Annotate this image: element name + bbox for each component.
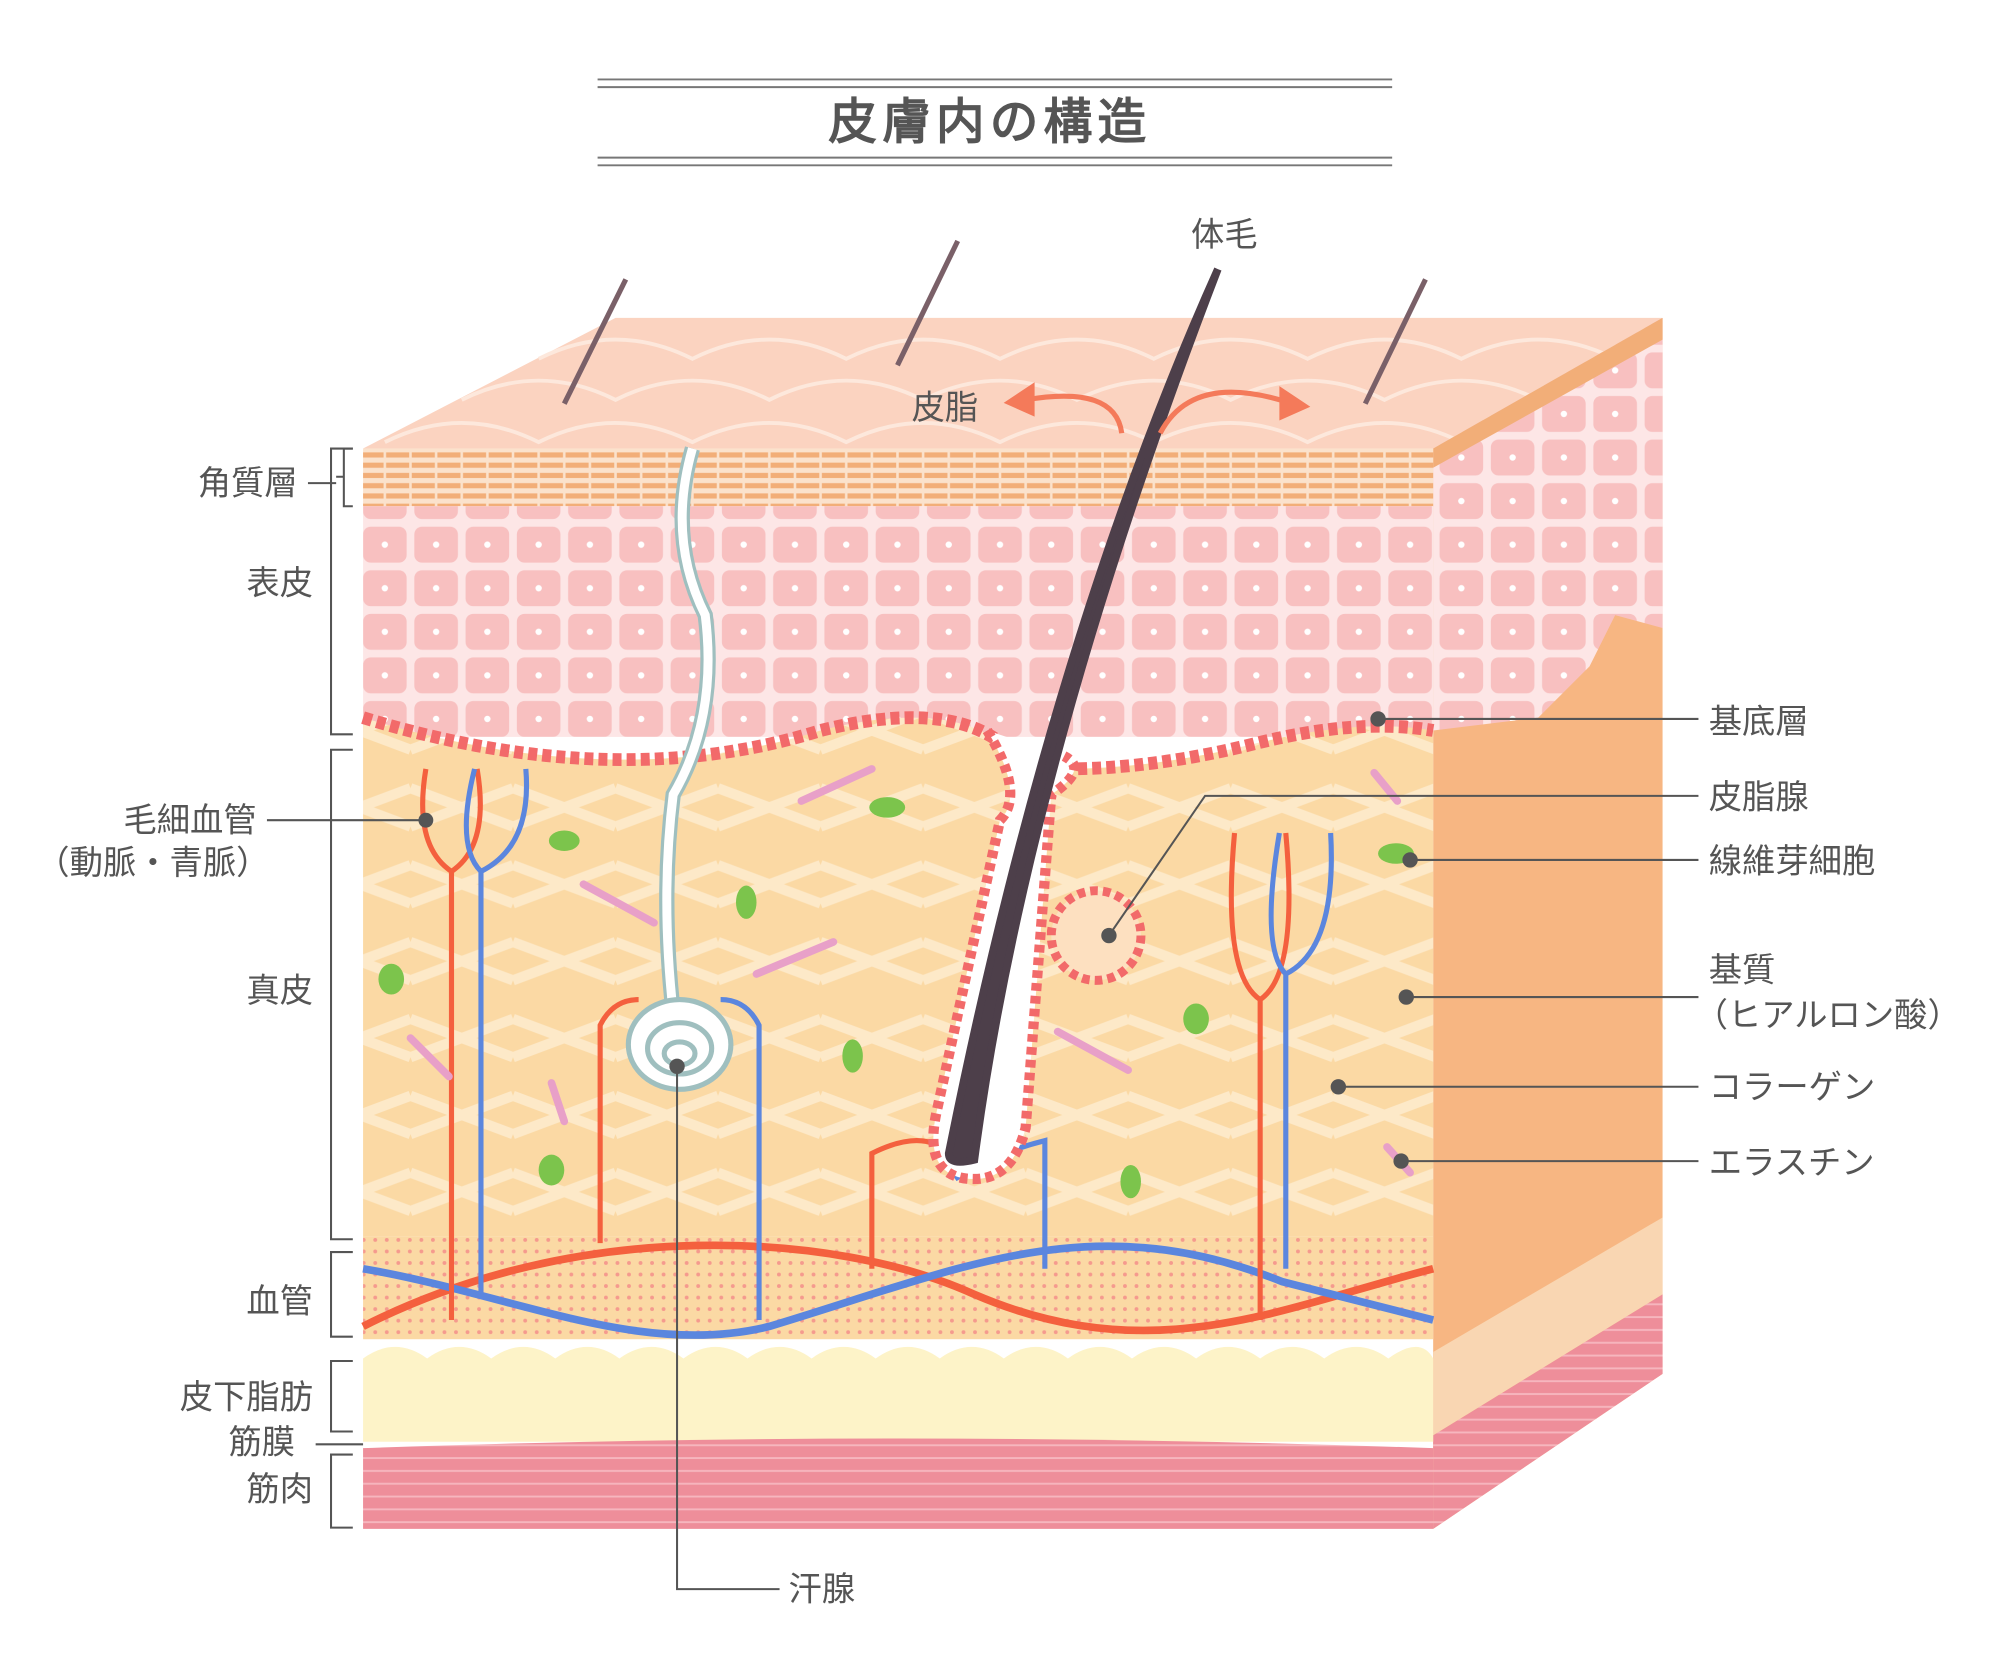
muscle-layer: [363, 1438, 1434, 1529]
stratum-corneum-layer: [363, 448, 1434, 507]
label-dermis: 真皮: [246, 971, 313, 1010]
label-sebaceous-gland: 皮脂腺: [1709, 778, 1809, 817]
fibroblasts: [378, 797, 1414, 1199]
label-matrix-sub: （ヒアルロン酸）: [1695, 996, 1961, 1035]
sweat-gland-coil: [625, 997, 734, 1092]
label-elastin: エラスチン: [1709, 1143, 1875, 1182]
surface-hairs: [561, 239, 1428, 405]
basal-layer: [361, 711, 1435, 776]
right-leaders: [669, 711, 1699, 1591]
page-title: 皮膚内の構造: [828, 94, 1151, 150]
label-capillaries: 毛細血管: [123, 801, 256, 840]
sebaceous-gland-shape: [1046, 886, 1146, 985]
label-muscle: 筋肉: [246, 1470, 313, 1509]
sebum-arrows: [1003, 382, 1311, 435]
subcutaneous-fat-layer: [363, 1346, 1434, 1442]
epidermis-layer: [363, 506, 1434, 737]
label-fibroblast: 線維芽細胞: [1709, 842, 1876, 881]
label-sweat-gland: 汗腺: [789, 1570, 856, 1609]
side-face: [1433, 317, 1663, 1529]
surface-scales: [383, 337, 1617, 445]
label-capillaries-sub: （動脈・青脈）: [36, 843, 269, 882]
label-collagen: コラーゲン: [1709, 1067, 1876, 1106]
label-fascia: 筋膜: [229, 1422, 296, 1461]
label-basal-layer: 基底層: [1709, 702, 1809, 741]
label-epidermis: 表皮: [246, 564, 313, 603]
skin-surface: [363, 317, 1663, 449]
body-hair: [944, 267, 1222, 1166]
dermis-layer: [363, 717, 1434, 1237]
left-labels: 角質層 表皮 毛細血管 （動脈・青脈） 真皮 血管 皮下脂肪 筋膜 筋肉: [36, 464, 313, 1509]
elastin-fibers: [406, 765, 1414, 1177]
label-sebum: 皮脂: [912, 388, 979, 427]
label-matrix: 基質: [1709, 951, 1776, 990]
left-brackets: [266, 447, 434, 1529]
label-stratum-corneum: 角質層: [198, 464, 298, 503]
label-blood-vessels: 血管: [246, 1281, 313, 1320]
title-block: 皮膚内の構造: [597, 78, 1393, 167]
label-body-hair: 体毛: [1191, 215, 1258, 254]
right-labels: 基底層 皮脂腺 線維芽細胞 基質 （ヒアルロン酸） コラーゲン エラスチン 汗腺: [789, 702, 1961, 1609]
label-subcutaneous-fat: 皮下脂肪: [180, 1377, 313, 1416]
